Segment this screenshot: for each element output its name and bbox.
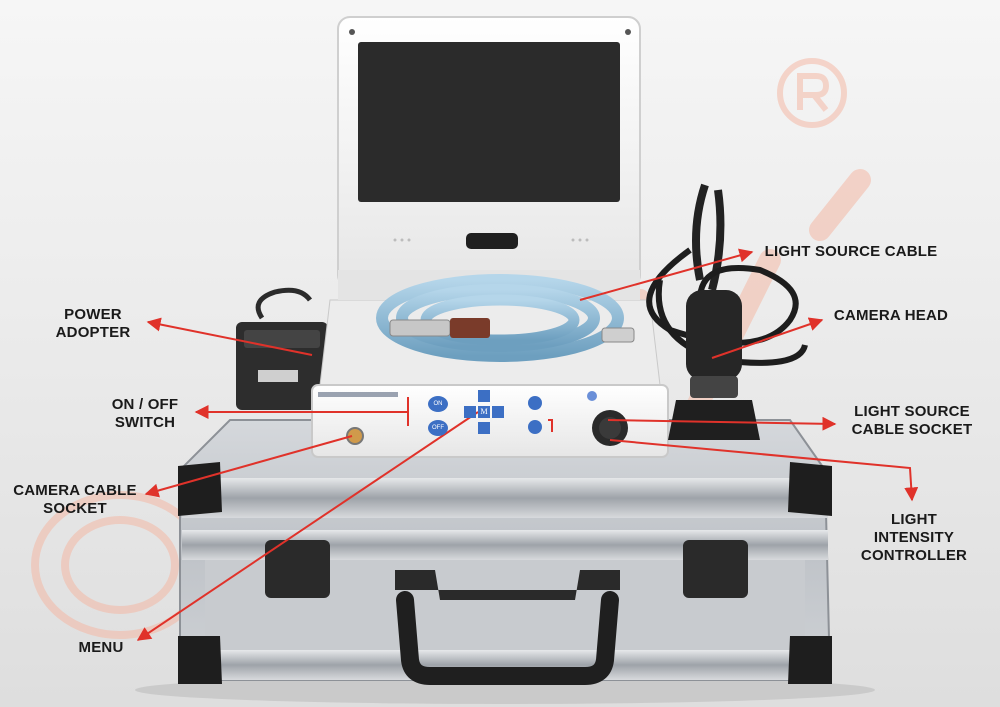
menu-key[interactable]: M <box>478 406 490 418</box>
label-light-source-cable-socket-line1: LIGHT SOURCE <box>854 403 970 420</box>
label-light-source-cable: LIGHT SOURCE CABLE <box>756 243 946 261</box>
callout-arrows <box>136 248 919 641</box>
label-light-intensity-controller-line1: LIGHT <box>891 511 937 528</box>
monitor-screen <box>358 42 620 202</box>
label-light-intensity-controller: LIGHT INTENSITY CONTROLLER <box>850 511 978 565</box>
label-light-intensity-controller-line3: CONTROLLER <box>860 547 968 564</box>
label-camera-cable-socket-line1: CAMERA CABLE <box>13 482 137 499</box>
star-key-top[interactable] <box>528 396 542 410</box>
label-light-source-cable-text: LIGHT SOURCE CABLE <box>764 243 938 260</box>
left-key[interactable] <box>464 406 476 418</box>
label-light-intensity-controller-line2: INTENSITY <box>873 529 955 546</box>
label-on-off-switch-line1: ON / OFF <box>111 396 179 413</box>
label-on-off-switch-line2: SWITCH <box>114 414 176 431</box>
star-key-bottom[interactable] <box>528 420 542 434</box>
label-camera-head: CAMERA HEAD <box>826 307 956 325</box>
label-power-adopter-line2: ADOPTER <box>55 324 131 341</box>
monitor <box>337 16 641 300</box>
on-key[interactable]: ON <box>428 396 448 412</box>
label-power-adopter: POWER ADOPTER <box>48 306 138 342</box>
off-key[interactable]: OFF <box>428 420 448 436</box>
right-key[interactable] <box>492 406 504 418</box>
camera-head <box>646 183 808 440</box>
label-camera-head-text: CAMERA HEAD <box>833 307 949 324</box>
label-menu-text: MENU <box>78 639 124 656</box>
label-light-source-cable-socket-line2: CABLE SOCKET <box>851 421 973 438</box>
down-key[interactable] <box>478 422 490 434</box>
label-power-adopter-line1: POWER <box>64 306 122 323</box>
keypad: ON OFF M <box>420 390 550 446</box>
light-source-cable <box>376 274 624 362</box>
carry-case <box>178 419 832 685</box>
label-light-source-cable-socket: LIGHT SOURCE CABLE SOCKET <box>842 403 982 439</box>
label-menu: MENU <box>68 639 134 657</box>
label-camera-cable-socket-line2: SOCKET <box>43 500 107 517</box>
label-on-off-switch: ON / OFF SWITCH <box>100 396 190 432</box>
label-camera-cable-socket: CAMERA CABLE SOCKET <box>2 482 148 518</box>
up-key[interactable] <box>478 390 490 402</box>
